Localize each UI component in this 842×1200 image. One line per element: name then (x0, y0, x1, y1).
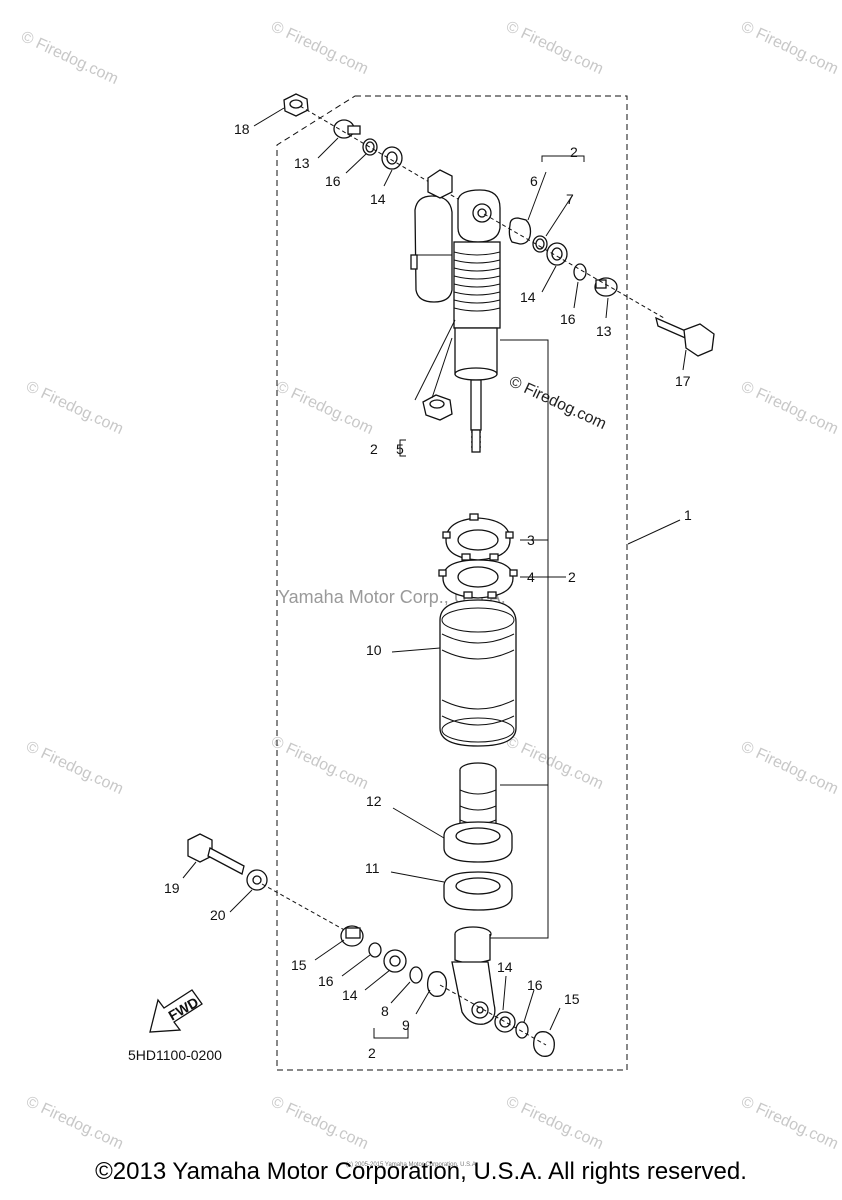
watermark-firedog: © Firedog.com (18, 28, 120, 88)
callout-14: 14 (342, 987, 358, 1003)
callout-6: 6 (530, 173, 538, 189)
part-4-locknut (438, 559, 518, 599)
watermark-firedog: © Firedog.com (268, 1093, 370, 1153)
callout-18: 18 (234, 121, 250, 137)
callout-10: 10 (366, 642, 382, 658)
callout-14: 14 (497, 959, 513, 975)
callout-14: 14 (520, 289, 536, 305)
callout-14: 14 (370, 191, 386, 207)
callout-4: 4 (527, 569, 535, 585)
watermark-firedog: © Firedog.com (23, 378, 125, 438)
callout-8: 8 (381, 1003, 389, 1019)
watermark-firedog: © Firedog.com (738, 738, 840, 798)
watermark-firedog: © Firedog.com (503, 18, 605, 78)
part-5-bushing (414, 319, 456, 421)
callout-15: 15 (291, 957, 307, 973)
watermark-firedog: © Firedog.com (23, 738, 125, 798)
top-right-hardware (483, 213, 715, 357)
callout-2: 2 (570, 144, 578, 160)
leader-lines (182, 107, 687, 1039)
callout-labels: 18 13 16 14 2 6 7 14 16 13 17 2 5 3 4 2 … (128, 121, 692, 1063)
watermark-firedog: © Firedog.com (503, 733, 605, 793)
top-left-hardware (283, 93, 481, 213)
part-1-bracket (490, 339, 681, 939)
watermark-firedog: © Firedog.com (273, 378, 375, 438)
callout-9: 9 (402, 1017, 410, 1033)
callout-13: 13 (294, 155, 310, 171)
callout-16: 16 (318, 973, 334, 989)
callout-17: 17 (675, 373, 691, 389)
lower-clevis (451, 926, 496, 1025)
callout-13: 13 (596, 323, 612, 339)
dashed-assembly-frame (276, 95, 628, 1071)
callout-5: 5 (396, 441, 404, 457)
watermark-firedog: © Firedog.com (268, 18, 370, 78)
part-10-spring (439, 599, 517, 747)
watermark-firedog: © Firedog.com (738, 18, 840, 78)
callout-20: 20 (210, 907, 226, 923)
watermark-firedog: © Firedog.com (23, 1093, 125, 1153)
thread-rings (453, 251, 501, 312)
callout-16: 16 (325, 173, 341, 189)
watermark-firedog: © Firedog.com (268, 733, 370, 793)
callout-2: 2 (568, 569, 576, 585)
callout-16: 16 (527, 977, 543, 993)
callout-16: 16 (560, 311, 576, 327)
part-11-spring-seat (443, 871, 513, 911)
callout-19: 19 (164, 880, 180, 896)
shock-absorber-body (410, 169, 501, 453)
part-12-spring-seat (443, 821, 513, 863)
watermark-firedog: © Firedog.com (738, 1093, 840, 1153)
fwd-arrow-icon: FWD (149, 989, 203, 1033)
callout-12: 12 (366, 793, 382, 809)
callout-3: 3 (527, 532, 535, 548)
watermark-firedog-center: © Firedog.com (506, 373, 608, 433)
callout-2: 2 (370, 441, 378, 457)
watermark-firedog: © Firedog.com (503, 1093, 605, 1153)
callout-1: 1 (684, 507, 692, 523)
callout-7: 7 (566, 191, 574, 207)
callout-2: 2 (368, 1045, 376, 1061)
footer-small-print: (c) 2005-2015 Yamaha Motor Corporation, … (346, 1162, 478, 1168)
part-code: 5HD1100-0200 (128, 1047, 222, 1063)
callout-15: 15 (564, 991, 580, 1007)
part-3-locknut (442, 513, 514, 561)
callout-11: 11 (365, 860, 380, 876)
watermark-firedog: © Firedog.com (738, 378, 840, 438)
copyright-footer: ©2013 Yamaha Motor Corporation, U.S.A. A… (95, 1158, 747, 1185)
watermark-yamaha: Yamaha Motor Corp., U.S.A. (278, 587, 506, 607)
lower-hardware (187, 833, 555, 1057)
